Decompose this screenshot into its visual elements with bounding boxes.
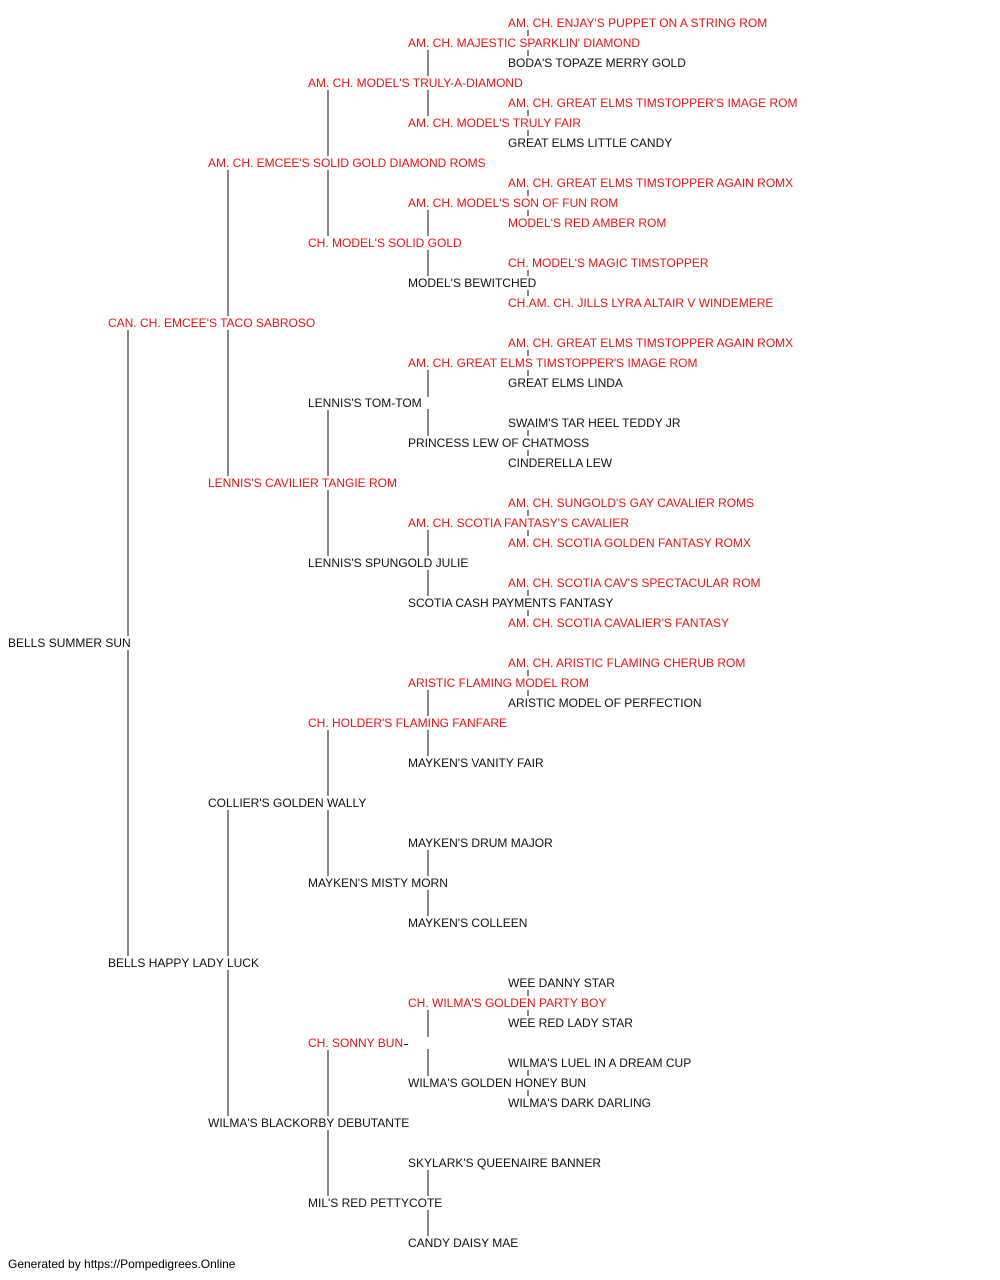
pedigree-node-gen4-sire-dam-dam-sire: AM. CH. SCOTIA FANTASY'S CAVALIER xyxy=(408,516,631,530)
pedigree-node-gen4-dam-sire-sire-dam: MAYKEN'S VANITY FAIR xyxy=(408,756,545,770)
pedigree-node-gen5-sire-sire-dam-dam-dam: CH.AM. CH. JILLS LYRA ALTAIR V WINDEMERE xyxy=(508,296,775,310)
pedigree-node-gen4-dam-dam-sire-dam: WILMA'S GOLDEN HONEY BUN xyxy=(408,1076,588,1090)
pedigree-node-gen2-dam-sire: COLLIER'S GOLDEN WALLY xyxy=(208,796,368,810)
pedigree-node-gen5-sire-dam-dam-dam-sire: AM. CH. SCOTIA CAV'S SPECTACULAR ROM xyxy=(508,576,762,590)
pedigree-node-gen4-sire-sire-dam-sire: AM. CH. MODEL'S SON OF FUN ROM xyxy=(408,196,620,210)
pedigree-node-gen4-sire-dam-sire-dam: PRINCESS LEW OF CHATMOSS xyxy=(408,436,591,450)
pedigree-node-gen3-sire-sire-dam: CH. MODEL'S SOLID GOLD xyxy=(308,236,463,250)
pedigree-node-gen2-dam-dam: WILMA'S BLACKORBY DEBUTANTE xyxy=(208,1116,411,1130)
pedigree-node-gen1-sire: CAN. CH. EMCEE'S TACO SABROSO xyxy=(108,316,317,330)
pedigree-node-gen5-sire-sire-dam-sire-dam: MODEL'S RED AMBER ROM xyxy=(508,216,668,230)
pedigree-node-gen4-sire-sire-sire-dam: AM. CH. MODEL'S TRULY FAIR xyxy=(408,116,582,130)
pedigree-node-gen5-sire-dam-dam-sire-dam: AM. CH. SCOTIA GOLDEN FANTASY ROMX xyxy=(508,536,752,550)
pedigree-node-gen5-sire-sire-sire-sire-sire: AM. CH. ENJAY'S PUPPET ON A STRING ROM xyxy=(508,16,769,30)
pedigree-node-gen5-dam-dam-sire-sire-dam: WEE RED LADY STAR xyxy=(508,1016,634,1030)
pedigree-node-gen5-sire-sire-sire-dam-dam: GREAT ELMS LITTLE CANDY xyxy=(508,136,674,150)
pedigree-node-gen4-dam-dam-sire-sire: CH. WILMA'S GOLDEN PARTY BOY xyxy=(408,996,608,1010)
pedigree-node-gen3-dam-dam-dam: MIL'S RED PETTYCOTE xyxy=(308,1196,444,1210)
pedigree-node-gen5-sire-dam-sire-dam-sire: SWAIM'S TAR HEEL TEDDY JR xyxy=(508,416,682,430)
pedigree-node-gen2-sire-sire: AM. CH. EMCEE'S SOLID GOLD DIAMOND ROMS xyxy=(208,156,487,170)
pedigree-node-gen3-sire-sire-sire: AM. CH. MODEL'S TRULY-A-DIAMOND xyxy=(308,76,524,90)
generated-by-footer: Generated by https://Pompedigrees.Online xyxy=(8,1257,236,1271)
pedigree-node-gen4-dam-sire-dam-dam: MAYKEN'S COLLEEN xyxy=(408,916,529,930)
pedigree-node-gen5-dam-dam-sire-dam-dam: WILMA'S DARK DARLING xyxy=(508,1096,652,1110)
pedigree-node-gen5-sire-sire-sire-dam-sire: AM. CH. GREAT ELMS TIMSTOPPER'S IMAGE RO… xyxy=(508,96,799,110)
pedigree-node-gen5-sire-dam-sire-dam-dam: CINDERELLA LEW xyxy=(508,456,614,470)
pedigree-node-gen5-sire-dam-dam-sire-sire: AM. CH. SUNGOLD'S GAY CAVALIER ROMS xyxy=(508,496,756,510)
pedigree-node-gen5-sire-sire-sire-sire-dam: BODA'S TOPAZE MERRY GOLD xyxy=(508,56,687,70)
pedigree-node-gen5-sire-dam-dam-dam-dam: AM. CH. SCOTIA CAVALIER'S FANTASY xyxy=(508,616,731,630)
pedigree-node-gen4-dam-sire-dam-sire: MAYKEN'S DRUM MAJOR xyxy=(408,836,554,850)
pedigree-node-gen5-dam-sire-sire-sire-sire: AM. CH. ARISTIC FLAMING CHERUB ROM xyxy=(508,656,747,670)
pedigree-node-gen5-sire-sire-dam-sire-sire: AM. CH. GREAT ELMS TIMSTOPPER AGAIN ROMX xyxy=(508,176,795,190)
pedigree-node-gen4-dam-sire-sire-sire: ARISTIC FLAMING MODEL ROM xyxy=(408,676,590,690)
pedigree-node-gen3-sire-dam-dam: LENNIS'S SPUNGOLD JULIE xyxy=(308,556,470,570)
pedigree-node-gen0: BELLS SUMMER SUN xyxy=(8,636,132,650)
pedigree-node-gen3-dam-sire-sire: CH. HOLDER'S FLAMING FANFARE xyxy=(308,716,508,730)
pedigree-node-gen4-dam-dam-dam-dam: CANDY DAISY MAE xyxy=(408,1236,520,1250)
pedigree-node-gen4-sire-sire-sire-sire: AM. CH. MAJESTIC SPARKLIN' DIAMOND xyxy=(408,36,642,50)
pedigree-node-gen5-dam-dam-sire-sire-sire: WEE DANNY STAR xyxy=(508,976,616,990)
pedigree-node-gen5-sire-dam-sire-sire-sire: AM. CH. GREAT ELMS TIMSTOPPER AGAIN ROMX xyxy=(508,336,795,350)
pedigree-node-gen3-dam-dam-sire: CH. SONNY BUN xyxy=(308,1036,405,1050)
pedigree-node-gen5-sire-dam-sire-sire-dam: GREAT ELMS LINDA xyxy=(508,376,624,390)
pedigree-node-gen1-dam: BELLS HAPPY LADY LUCK xyxy=(108,956,260,970)
pedigree-node-gen2-sire-dam: LENNIS'S CAVILIER TANGIE ROM xyxy=(208,476,398,490)
pedigree-node-gen5-dam-sire-sire-sire-dam: ARISTIC MODEL OF PERFECTION xyxy=(508,696,703,710)
pedigree-node-gen5-dam-dam-sire-dam-sire: WILMA'S LUEL IN A DREAM CUP xyxy=(508,1056,693,1070)
pedigree-node-gen4-sire-dam-sire-sire: AM. CH. GREAT ELMS TIMSTOPPER'S IMAGE RO… xyxy=(408,356,699,370)
pedigree-node-gen4-dam-dam-dam-sire: SKYLARK'S QUEENAIRE BANNER xyxy=(408,1156,603,1170)
pedigree-node-gen4-sire-sire-dam-dam: MODEL'S BEWITCHED xyxy=(408,276,538,290)
pedigree-node-gen3-sire-dam-sire: LENNIS'S TOM-TOM xyxy=(308,396,423,410)
pedigree-node-gen4-sire-dam-dam-dam: SCOTIA CASH PAYMENTS FANTASY xyxy=(408,596,615,610)
pedigree-node-gen3-dam-sire-dam: MAYKEN'S MISTY MORN xyxy=(308,876,449,890)
pedigree-node-gen5-sire-sire-dam-dam-sire: CH. MODEL'S MAGIC TIMSTOPPER xyxy=(508,256,710,270)
